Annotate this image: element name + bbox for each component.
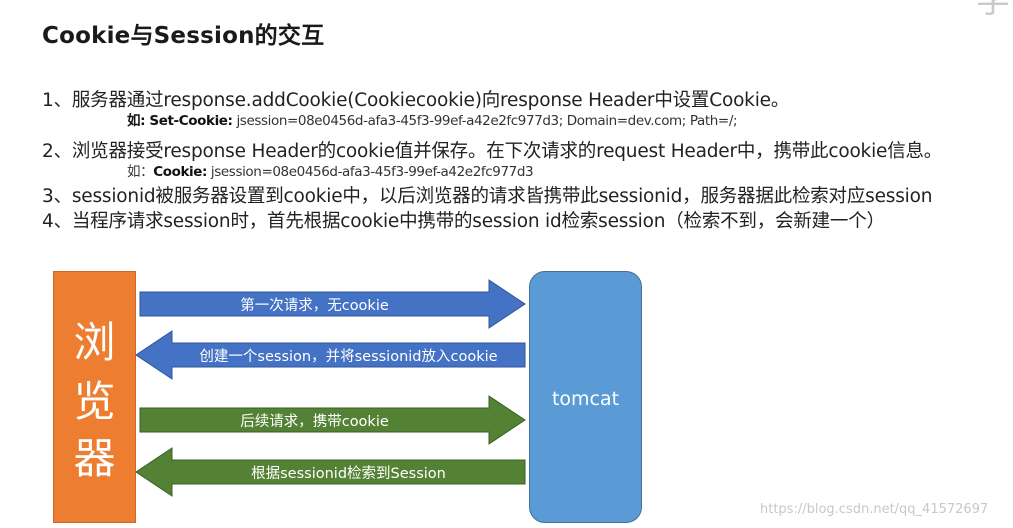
browser-label-char-1: 浏 <box>73 318 116 367</box>
arrow-label-subsequent-request: 后续请求，携带cookie <box>240 414 389 430</box>
tomcat-server-box <box>529 271 642 523</box>
text-line-3: 3、sessionid被服务器设置到cookie中，以后浏览器的请求皆携带此se… <box>42 186 933 207</box>
browser-label-char-3: 器 <box>73 434 116 483</box>
text-line-4: 4、当程序请求session时，首先根据cookie中携带的session id… <box>42 211 885 232</box>
arrow-retrieve-session <box>135 447 526 497</box>
example-key: Cookie: <box>153 164 208 180</box>
watermark: https://blog.csdn.net/qq_41572697 <box>760 502 989 517</box>
browser-box <box>53 271 136 523</box>
corner-glyph: 学 <box>976 0 1010 21</box>
arrow-subsequent-request <box>139 395 526 445</box>
example-key: Set-Cookie: <box>149 113 233 129</box>
text-line-2: 2、浏览器接受response Header的cookie值并保存。在下次请求的… <box>42 141 943 162</box>
browser-label-char-2: 览 <box>73 377 116 426</box>
example-value: jsession=08e0456d-afa3-45f3-99ef-a42e2fc… <box>207 164 534 180</box>
arrow-label-retrieve-session: 根据sessionid检索到Session <box>251 466 446 482</box>
arrow-create-session <box>135 330 526 380</box>
example-set-cookie: 如: Set-Cookie: jsession=08e0456d-afa3-45… <box>127 109 738 129</box>
arrow-label-first-request: 第一次请求，无cookie <box>240 298 389 314</box>
text-line-1: 1、服务器通过response.addCookie(Cookiecookie)向… <box>42 90 790 111</box>
example-prefix: 如: <box>127 113 150 129</box>
example-prefix: 如： <box>127 164 154 180</box>
example-value: jsession=08e0456d-afa3-45f3-99ef-a42e2fc… <box>232 113 738 129</box>
arrow-label-create-session: 创建一个session，并将sessionid放入cookie <box>199 349 498 365</box>
slide-title: Cookie与Session的交互 <box>42 23 325 49</box>
example-cookie: 如：Cookie: jsession=08e0456d-afa3-45f3-99… <box>127 160 534 180</box>
tomcat-label: tomcat <box>551 388 620 410</box>
arrow-first-request <box>139 279 526 329</box>
